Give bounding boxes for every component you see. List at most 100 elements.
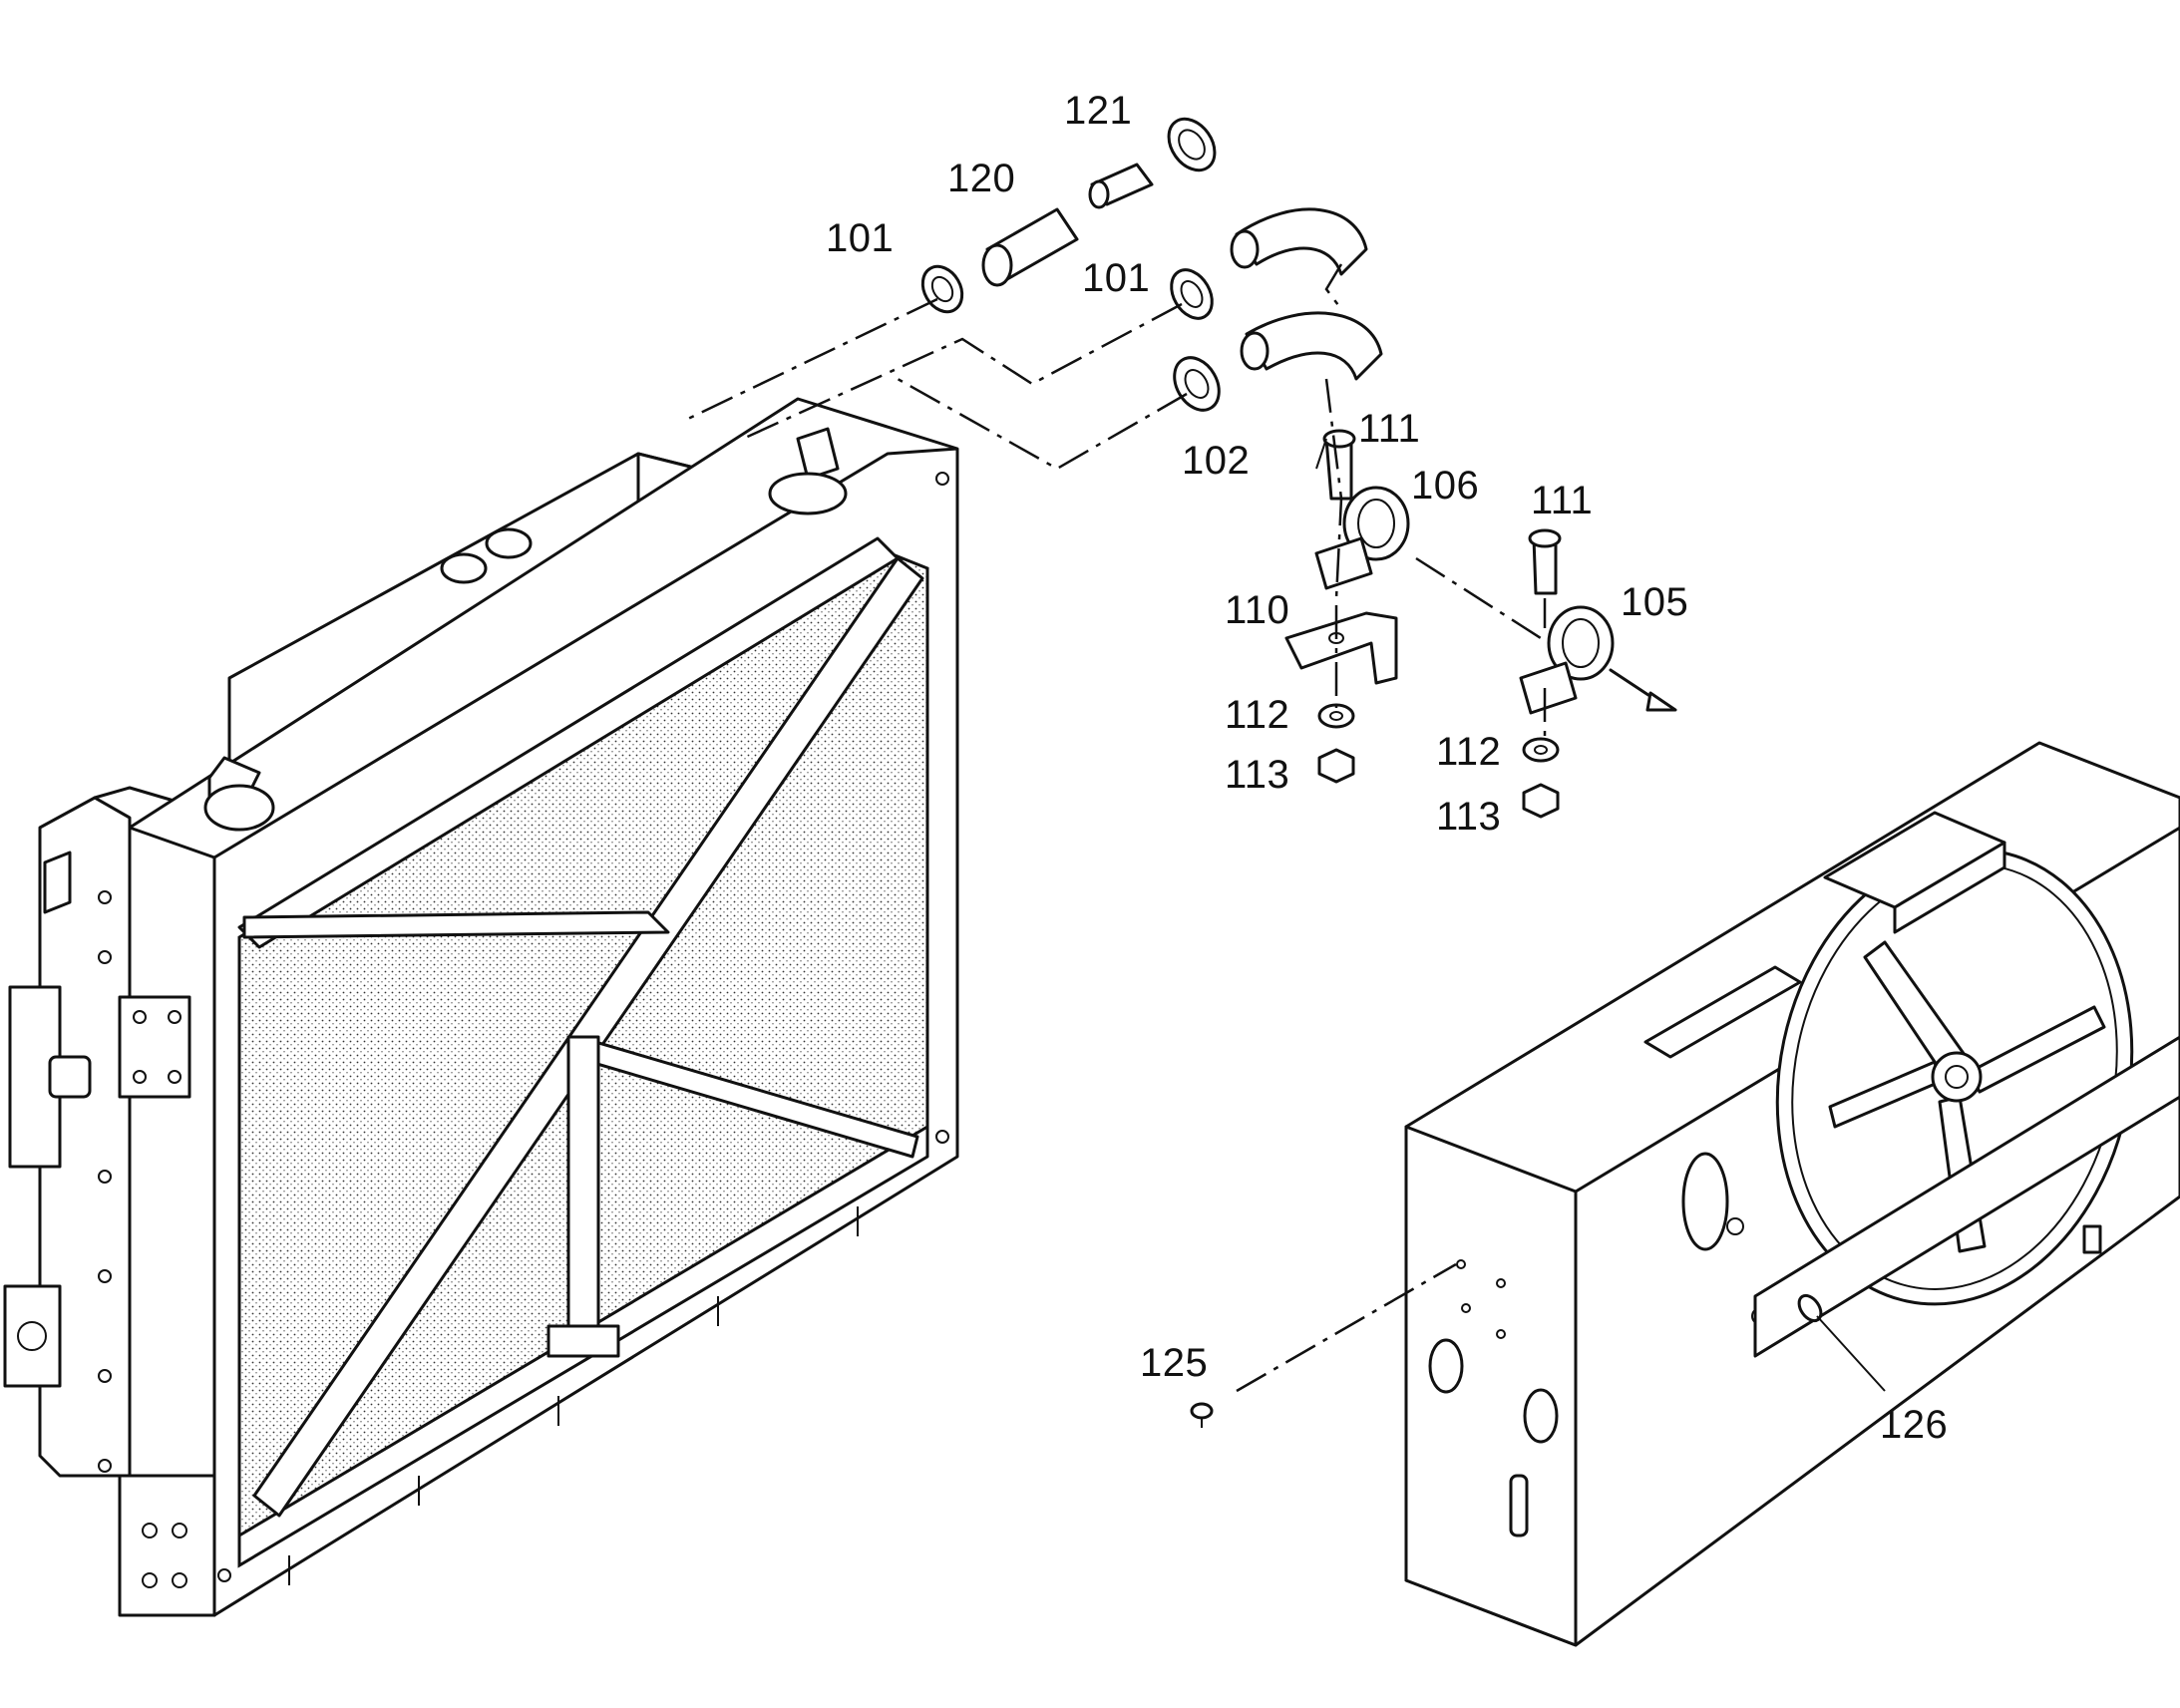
callout-113-left: 113 bbox=[1225, 753, 1289, 797]
shroud-slot-hole bbox=[1509, 1474, 1529, 1537]
frame-bolt bbox=[98, 890, 112, 904]
frame-bolt bbox=[935, 1130, 949, 1144]
screw-hole bbox=[1461, 1303, 1471, 1313]
tube-end bbox=[1088, 179, 1110, 209]
frame-bolt bbox=[98, 1170, 112, 1184]
screw-hole bbox=[1456, 1259, 1466, 1269]
screw-126 bbox=[1797, 1293, 1823, 1323]
bolt-head bbox=[1528, 528, 1562, 548]
callout-101-right: 101 bbox=[1082, 256, 1150, 300]
callout-112-right: 112 bbox=[1436, 730, 1501, 774]
base-slot bbox=[2082, 1224, 2102, 1254]
hose-clamp-102 bbox=[1173, 356, 1221, 412]
elbow-hose-bottom bbox=[1245, 311, 1383, 381]
upper-filler-base bbox=[768, 472, 848, 515]
callout-106: 106 bbox=[1411, 464, 1479, 508]
callout-125: 125 bbox=[1140, 1341, 1208, 1385]
bracket-hardware bbox=[1284, 429, 1677, 819]
centerline bbox=[897, 377, 1188, 471]
hose-clamp-101-right bbox=[1170, 268, 1214, 320]
frame-bolt bbox=[98, 950, 112, 964]
centerline bbox=[1324, 378, 1343, 708]
callouts: 121 120 101 101 102 111 106 111 105 110 … bbox=[826, 89, 1948, 1447]
radiator-foot-bracket bbox=[118, 1474, 216, 1617]
assembly-centerlines bbox=[687, 263, 1886, 1393]
washer-112-left bbox=[1317, 703, 1355, 729]
callout-126: 126 bbox=[1880, 1403, 1948, 1447]
elbow-hose-end bbox=[1230, 229, 1260, 269]
callout-110: 110 bbox=[1225, 588, 1289, 632]
screw-hole bbox=[1496, 1329, 1506, 1339]
callout-111-right: 111 bbox=[1531, 479, 1593, 522]
fan-hub bbox=[1931, 1051, 1983, 1103]
elbow-hose-top bbox=[1235, 207, 1368, 276]
callout-102: 102 bbox=[1182, 439, 1250, 483]
shroud-opening bbox=[1681, 1152, 1729, 1251]
centerline bbox=[1324, 263, 1343, 310]
fan-shroud bbox=[1190, 741, 2180, 1647]
tank-fitting bbox=[440, 552, 488, 584]
frame-feet bbox=[288, 1206, 859, 1585]
centerline bbox=[687, 297, 938, 421]
screw-hole bbox=[1496, 1278, 1506, 1288]
foot-bolt-hole bbox=[142, 1523, 158, 1538]
shroud-hole bbox=[1428, 1338, 1464, 1394]
bolt-head bbox=[1322, 429, 1356, 449]
mount-block-lower-bore bbox=[17, 1321, 47, 1351]
foot-bolt-hole bbox=[172, 1523, 187, 1538]
tank-fitting bbox=[485, 527, 533, 559]
pad-hole bbox=[133, 1010, 147, 1024]
leader-126 bbox=[1816, 1315, 1886, 1392]
frame-bolt bbox=[98, 1269, 112, 1283]
hose-parts bbox=[920, 117, 1383, 412]
shroud-base-rail bbox=[1753, 1035, 2180, 1358]
frame-bolt bbox=[217, 1568, 231, 1582]
washer-112-right bbox=[1522, 737, 1560, 763]
elbow-hose-end bbox=[1240, 331, 1270, 371]
callout-101-left: 101 bbox=[826, 216, 894, 260]
mount-block-upper-bore bbox=[48, 1055, 92, 1099]
pad-hole bbox=[168, 1070, 182, 1084]
cushion-clamp-105 bbox=[1547, 605, 1615, 681]
callout-121: 121 bbox=[1064, 89, 1132, 133]
pad-hole bbox=[168, 1010, 182, 1024]
callout-113-right: 113 bbox=[1436, 795, 1501, 839]
frame-bolt bbox=[98, 1369, 112, 1383]
radiator-frame-top-rail bbox=[213, 447, 958, 859]
foot-bolt-hole bbox=[172, 1572, 187, 1588]
hose-clamp-121 bbox=[1167, 117, 1217, 172]
hose-clamp-101-left bbox=[920, 264, 964, 314]
callout-105: 105 bbox=[1621, 580, 1688, 624]
clamp-105-base bbox=[1519, 661, 1578, 715]
shroud-hole bbox=[1523, 1388, 1559, 1444]
horizontal-brace bbox=[242, 910, 670, 939]
side-tab bbox=[43, 851, 72, 914]
frame-bolt bbox=[935, 472, 949, 486]
mount-block-lower bbox=[3, 1284, 62, 1388]
hose-end bbox=[981, 243, 1013, 287]
filler-neck-base bbox=[203, 784, 275, 832]
nut-113-left bbox=[1317, 748, 1355, 784]
arrow-head bbox=[1645, 691, 1677, 712]
bracket-110 bbox=[1284, 611, 1398, 685]
shroud-front-face bbox=[1404, 1125, 1578, 1647]
centerline bbox=[1415, 556, 1542, 640]
callout-120: 120 bbox=[947, 157, 1015, 200]
vertical-brace bbox=[566, 1035, 600, 1338]
shroud-slot bbox=[1643, 965, 1802, 1059]
foot-bolt-hole bbox=[142, 1572, 158, 1588]
centerline bbox=[1236, 1262, 1457, 1393]
nut-113-right bbox=[1522, 783, 1560, 819]
brace-foot bbox=[546, 1324, 620, 1358]
leader bbox=[1315, 438, 1327, 470]
clamp-106-base bbox=[1314, 536, 1373, 590]
upper-filler-neck bbox=[796, 427, 840, 481]
centerline bbox=[742, 302, 1183, 441]
radiator-assembly bbox=[3, 397, 959, 1617]
pad-hole bbox=[133, 1070, 147, 1084]
frame-bolt bbox=[98, 1459, 112, 1473]
screw-125 bbox=[1190, 1402, 1214, 1420]
callout-112-left: 112 bbox=[1225, 693, 1289, 737]
mount-block-upper bbox=[8, 985, 62, 1169]
